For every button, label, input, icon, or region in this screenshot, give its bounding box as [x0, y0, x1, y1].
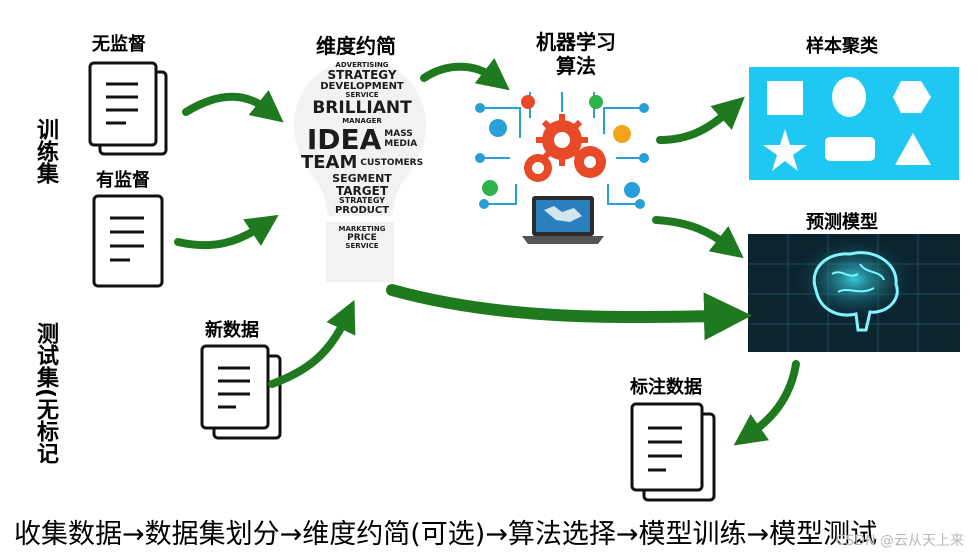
watermark: CSDN @云从天上来	[836, 530, 964, 550]
pipeline-steps-text: 收集数据→数据集划分→维度约简(可选)→算法选择→模型训练→模型测试	[14, 512, 877, 551]
